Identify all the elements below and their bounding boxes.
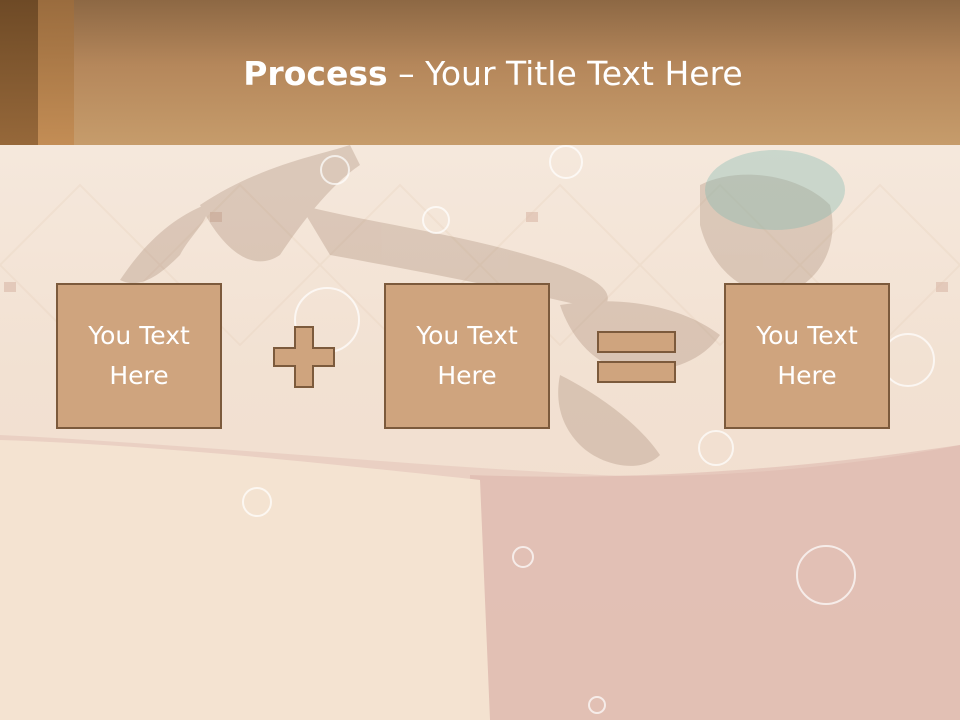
title-rest: – Your Title Text Here xyxy=(387,54,743,93)
header-accent-mid xyxy=(38,0,74,145)
process-box-1-text: You Text Here xyxy=(88,321,190,390)
plus-icon xyxy=(273,326,335,388)
slide-title[interactable]: Process – Your Title Text Here xyxy=(0,52,960,96)
process-box-2[interactable]: You Text Here xyxy=(384,283,550,429)
process-box-1[interactable]: You Text Here xyxy=(56,283,222,429)
process-box-2-text: You Text Here xyxy=(416,321,518,390)
process-box-3-text: You Text Here xyxy=(756,321,858,390)
title-bold: Process xyxy=(243,54,388,93)
background-photo xyxy=(0,145,960,720)
equals-icon xyxy=(597,331,676,383)
process-box-3[interactable]: You Text Here xyxy=(724,283,890,429)
header-band: Process – Your Title Text Here xyxy=(0,0,960,145)
bathtub-illustration xyxy=(0,145,960,720)
header-accent-dark xyxy=(0,0,38,145)
